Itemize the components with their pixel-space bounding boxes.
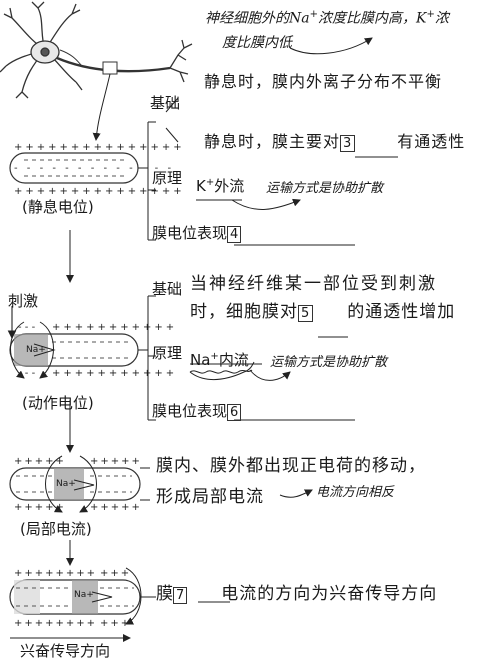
resting-principle-label: 原理 (152, 169, 183, 187)
local-current-line1: 膜内、膜外都出现正电荷的移动， (156, 456, 426, 476)
svg-text:- - -: - - - (18, 322, 36, 333)
fiber-conduction: ++++++++ +++ ++++++++ +++ (9, 567, 142, 642)
local-current-note: 电流方向相反 (316, 485, 395, 500)
svg-text:+++++++++++++++: +++++++++++++++ (14, 186, 185, 197)
na-label-action: Na+ (26, 345, 46, 355)
local-current-line2: 形成局部电流 (156, 487, 264, 507)
svg-text:- - - - - - - - - - - - -: - - - - - - - - - - - - - (14, 163, 174, 174)
svg-text:++++++++: ++++++++ (14, 568, 97, 579)
note-top-line1: 神经细胞外的Na+浓度比膜内高，K+浓 (205, 9, 449, 27)
svg-text:+++++: +++++ (14, 456, 66, 467)
resting-principle: K+外流 (196, 177, 245, 195)
local-current-label: (局部电流) (20, 520, 92, 538)
svg-text:+++++++++++: +++++++++++ (52, 322, 177, 333)
svg-text:- - -: - - - (18, 368, 36, 379)
svg-text:+++++: +++++ (90, 456, 142, 467)
action-principle-note: 运输方式是协助扩散 (270, 355, 388, 370)
resting-basis-label: 基础 (150, 94, 181, 112)
svg-text:+++: +++ (100, 618, 131, 629)
neuron-illustration (0, 1, 193, 99)
stimulus-label: 刺激 (8, 292, 39, 310)
answer-box-5: 5 (298, 305, 314, 322)
svg-text:++++++++: ++++++++ (14, 618, 97, 629)
svg-text:+++: +++ (100, 568, 131, 579)
svg-text:+++++: +++++ (90, 502, 142, 513)
svg-text:+++++: +++++ (14, 502, 66, 513)
bracket-action (138, 295, 355, 421)
answer-box-3: 3 (340, 135, 356, 152)
note-top-line2: 度比膜内低 (222, 35, 292, 51)
resting-label: (静息电位) (22, 198, 94, 216)
answer-box-6: 6 (227, 404, 242, 421)
action-principle: Na+内流 (190, 351, 249, 369)
action-basis-1: 当神经纤维某一部位受到刺激 (190, 274, 437, 294)
resting-principle-note: 运输方式是协助扩散 (266, 181, 384, 196)
action-principle-label: 原理 (152, 344, 183, 362)
conduction-label: 兴奋传导方向 (20, 642, 111, 660)
na-label-conduction: Na+ (74, 590, 94, 600)
svg-text:+++++++++++++++: +++++++++++++++ (14, 142, 185, 153)
answer-box-7: 7 (173, 587, 188, 604)
na-label-local: Na+ (56, 479, 76, 489)
action-label: (动作电位) (22, 394, 94, 412)
action-basis-label: 基础 (152, 280, 183, 298)
answer-box-4: 4 (227, 226, 242, 243)
resting-basis-1: 静息时，膜内外离子分布不平衡 (204, 72, 443, 91)
fiber-local-current: +++++ +++++ +++++ +++++ (9, 455, 142, 513)
svg-text:+++++++++++: +++++++++++ (52, 368, 177, 379)
bracket-resting (138, 97, 355, 246)
fiber-action: +++++++++++ +++++++++++ - - - - - - (7, 306, 177, 379)
